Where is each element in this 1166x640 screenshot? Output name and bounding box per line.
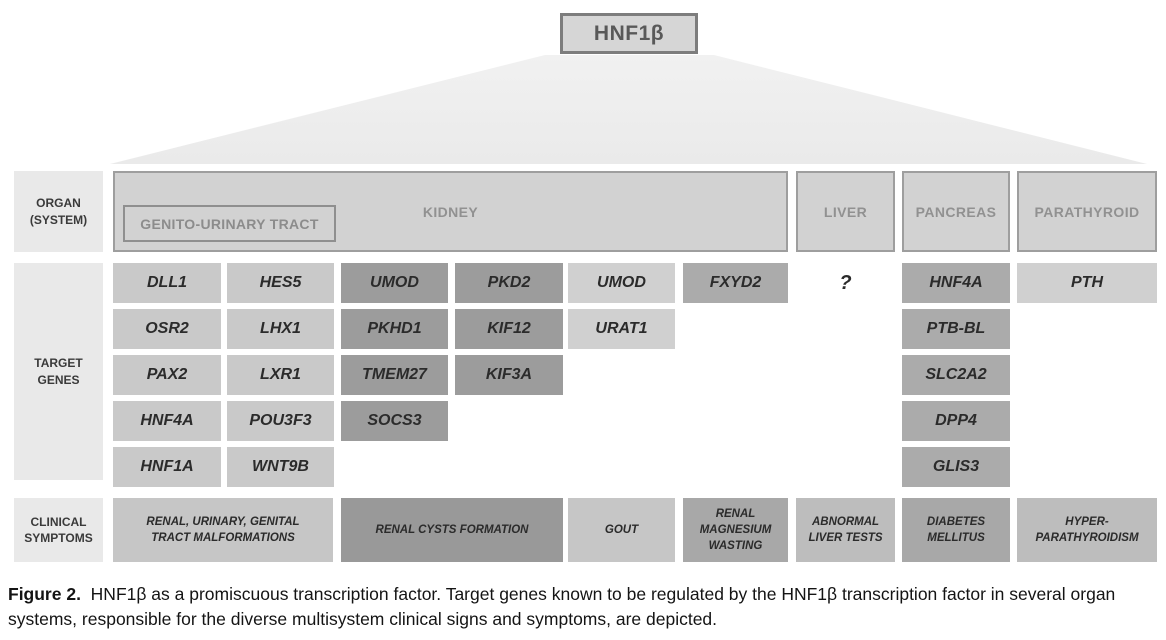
figure-caption-number: Figure 2. (8, 584, 81, 604)
gene-UMOD-light: UMOD (568, 263, 675, 303)
gene-column-pancreas: HNF4A PTB-BL SLC2A2 DPP4 GLIS3 (902, 263, 1010, 487)
gene-column-kidney-5: UMOD URAT1 (568, 263, 675, 349)
hnf1b-root-label: HNF1β (593, 21, 665, 45)
gene-KIF12: KIF12 (455, 309, 563, 349)
organ-label-pancreas: PANCREAS (915, 203, 997, 220)
organ-label-genito-urinary-tract: GENITO-URINARY TRACT (140, 215, 319, 232)
gene-POU3F3: POU3F3 (227, 401, 334, 441)
gene-UMOD-dark: UMOD (341, 263, 448, 303)
gene-PTB-BL: PTB-BL (902, 309, 1010, 349)
gene-column-parathyroid: PTH (1017, 263, 1157, 303)
gene-HNF4A-kidney: HNF4A (113, 401, 221, 441)
gene-HNF1A: HNF1A (113, 447, 221, 487)
gene-KIF3A: KIF3A (455, 355, 563, 395)
gene-column-kidney-2: HES5 LHX1 LXR1 POU3F3 WNT9B (227, 263, 334, 487)
symptom-abnormal-liver-tests: ABNORMAL LIVER TESTS (796, 498, 895, 562)
gene-column-kidney-3: UMOD PKHD1 TMEM27 SOCS3 (341, 263, 448, 441)
gene-PTH: PTH (1017, 263, 1157, 303)
gene-DLL1: DLL1 (113, 263, 221, 303)
gene-LXR1: LXR1 (227, 355, 334, 395)
symptom-diabetes-mellitus: DIABETES MELLITUS (902, 498, 1010, 562)
organ-box-liver: LIVER (796, 171, 895, 252)
fanout-trapezoid-connector (110, 55, 1147, 164)
organ-box-pancreas: PANCREAS (902, 171, 1010, 252)
gene-GLIS3: GLIS3 (902, 447, 1010, 487)
organ-label-kidney: KIDNEY (422, 203, 479, 220)
gene-URAT1: URAT1 (568, 309, 675, 349)
symptom-renal-cysts-formation: RENAL CYSTS FORMATION (341, 498, 563, 562)
gene-FXYD2: FXYD2 (683, 263, 788, 303)
gene-OSR2: OSR2 (113, 309, 221, 349)
gene-column-kidney-1: DLL1 OSR2 PAX2 HNF4A HNF1A (113, 263, 221, 487)
symptom-gout: GOUT (568, 498, 675, 562)
gene-SLC2A2: SLC2A2 (902, 355, 1010, 395)
gene-column-kidney-4: PKD2 KIF12 KIF3A (455, 263, 563, 395)
gene-HNF4A-pancreas: HNF4A (902, 263, 1010, 303)
hnf1b-root-box: HNF1β (560, 13, 698, 54)
gene-HES5: HES5 (227, 263, 334, 303)
organ-box-parathyroid: PARATHYROID (1017, 171, 1157, 252)
gene-PKD2: PKD2 (455, 263, 563, 303)
liver-unknown-gene-marker: ? (839, 271, 852, 294)
organ-box-kidney: KIDNEY GENITO-URINARY TRACT (113, 171, 788, 252)
gene-PAX2: PAX2 (113, 355, 221, 395)
figure-caption-text: HNF1β as a promiscuous transcription fac… (8, 584, 1116, 629)
gene-LHX1: LHX1 (227, 309, 334, 349)
symptom-renal-urinary-genital-malformations: RENAL, URINARY, GENITAL TRACT MALFORMATI… (113, 498, 333, 562)
row-label-clinical-symptoms: CLINICAL SYMPTOMS (14, 498, 103, 562)
organ-box-genito-urinary-tract: GENITO-URINARY TRACT (123, 205, 336, 242)
row-label-target-genes: TARGET GENES (14, 263, 103, 480)
organ-label-liver: LIVER (823, 203, 868, 220)
gene-DPP4: DPP4 (902, 401, 1010, 441)
gene-WNT9B: WNT9B (227, 447, 334, 487)
figure-caption: Figure 2. HNF1β as a promiscuous transcr… (8, 582, 1162, 631)
symptom-renal-magnesium-wasting: RENAL MAGNESIUM WASTING (683, 498, 788, 562)
row-label-organ-system: ORGAN (SYSTEM) (14, 171, 103, 252)
gene-column-kidney-6: FXYD2 (683, 263, 788, 303)
gene-SOCS3: SOCS3 (341, 401, 448, 441)
gene-PKHD1: PKHD1 (341, 309, 448, 349)
symptom-hyperparathyroidism: HYPER- PARATHYROIDISM (1017, 498, 1157, 562)
organ-label-parathyroid: PARATHYROID (1034, 203, 1140, 220)
gene-TMEM27: TMEM27 (341, 355, 448, 395)
